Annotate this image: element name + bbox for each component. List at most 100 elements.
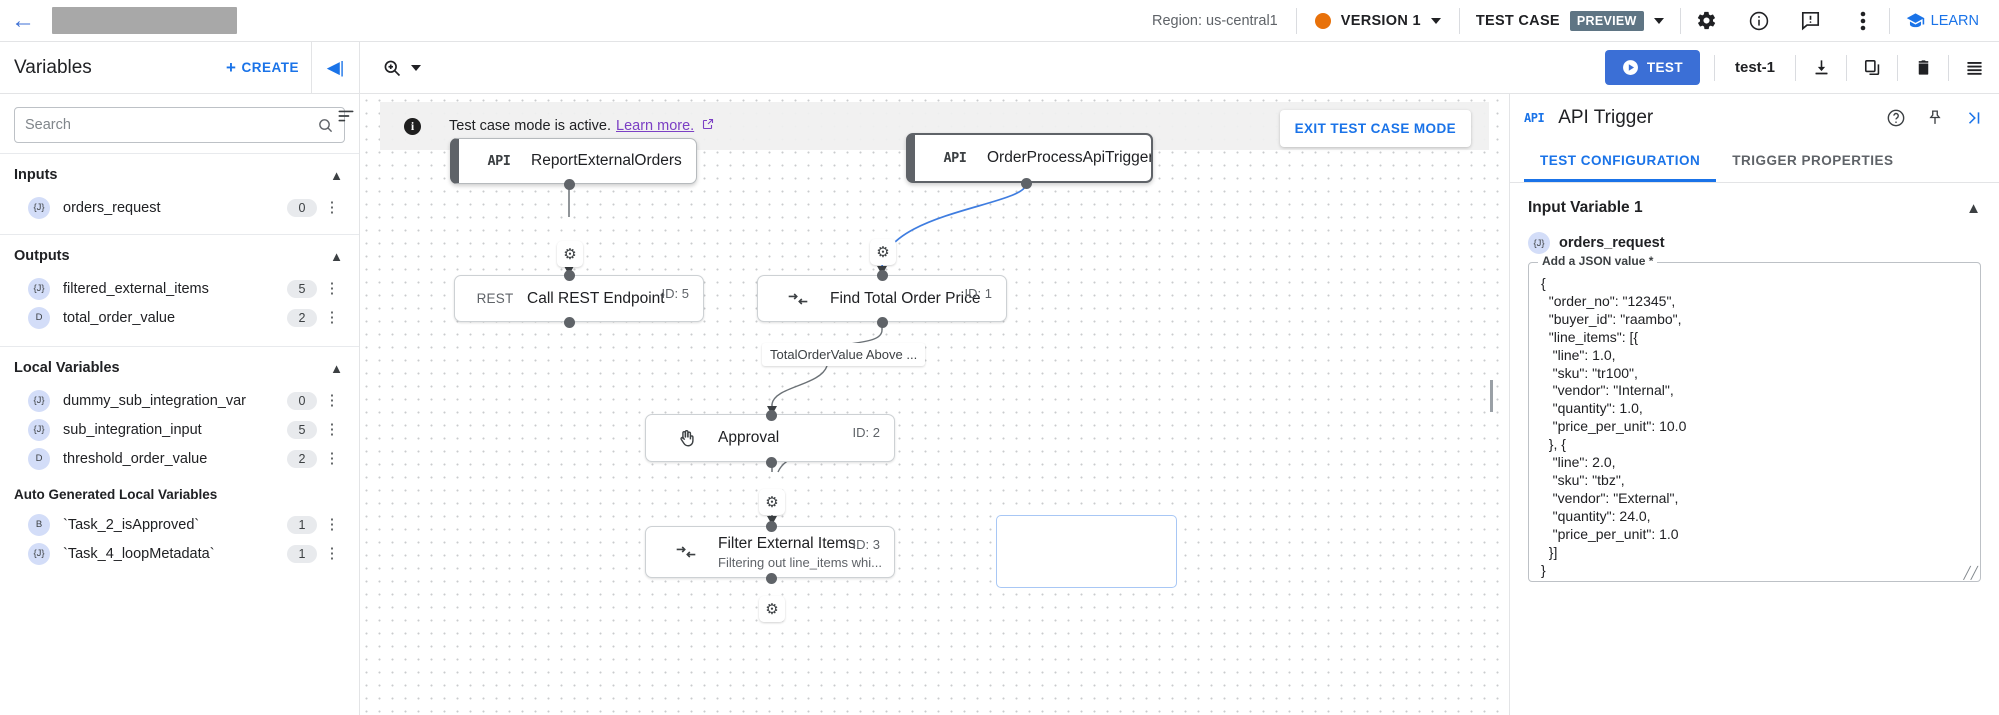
node-report-external-orders[interactable]: API ReportExternalOrders xyxy=(450,138,697,184)
learn-more-link[interactable]: Learn more. xyxy=(616,118,695,134)
variable-type-badge: {J} xyxy=(28,277,50,300)
download-icon[interactable] xyxy=(1796,42,1846,94)
resize-handle-icon[interactable]: ╱╱ xyxy=(1963,566,1978,580)
tab-trigger-properties[interactable]: TRIGGER PROPERTIES xyxy=(1732,152,1894,168)
node-order-process-api-trigger[interactable]: API OrderProcessApiTrigger xyxy=(906,133,1153,183)
details-panel-content: Input Variable 1 ▲ {J} orders_request Ad… xyxy=(1510,183,1999,715)
chevron-up-icon[interactable]: ▲ xyxy=(330,167,343,183)
variable-type-badge: {J} xyxy=(28,389,50,412)
variable-row[interactable]: {J} `Task_4_loopMetadata` 1 ⋮ xyxy=(0,539,359,568)
variable-type-badge: {J} xyxy=(28,418,50,441)
variable-row[interactable]: D total_order_value 2 ⋮ xyxy=(0,303,359,332)
json-field-label: Add a JSON value * xyxy=(1538,254,1658,268)
node-title: OrderProcessApiTrigger xyxy=(987,149,1153,166)
variable-row[interactable]: D threshold_order_value 2 ⋮ xyxy=(0,444,359,473)
node-output-port[interactable] xyxy=(766,457,777,468)
flow-canvas[interactable]: i Test case mode is active. Learn more. E… xyxy=(360,94,1509,715)
variable-row[interactable]: {J} orders_request 0 ⋮ xyxy=(0,193,359,222)
collapse-right-icon[interactable] xyxy=(1961,103,1987,133)
preview-badge: PREVIEW xyxy=(1569,10,1644,31)
node-id-label: ID: 3 xyxy=(852,537,880,552)
gear-icon[interactable]: ⚙ xyxy=(759,596,785,622)
sort-filter-icon[interactable] xyxy=(336,106,356,131)
more-vert-icon[interactable]: ⋮ xyxy=(324,199,340,216)
node-output-port[interactable] xyxy=(877,317,888,328)
node-id-label: ID: 1 xyxy=(964,286,992,301)
input-variable-section-header[interactable]: Input Variable 1 ▲ xyxy=(1528,199,1981,217)
group-header-outputs[interactable]: Outputs ▲ xyxy=(0,235,359,274)
canvas-toolbar-right: TEST test-1 xyxy=(1604,42,1999,94)
tab-test-configuration[interactable]: TEST CONFIGURATION xyxy=(1524,141,1717,182)
more-vert-icon[interactable]: ⋮ xyxy=(324,392,340,409)
api-icon: API xyxy=(487,153,511,169)
node-output-port[interactable] xyxy=(1021,178,1032,189)
chevron-up-icon[interactable]: ▲ xyxy=(1966,199,1981,217)
node-input-port[interactable] xyxy=(766,410,777,421)
gear-icon[interactable]: ⚙ xyxy=(759,489,785,515)
exit-test-case-mode-button[interactable]: EXIT TEST CASE MODE xyxy=(1279,110,1471,147)
more-vert-icon[interactable]: ⋮ xyxy=(324,421,340,438)
collapse-left-icon[interactable]: ◀| xyxy=(311,41,359,94)
help-icon[interactable] xyxy=(1883,103,1909,133)
variable-row[interactable]: {J} sub_integration_input 5 ⋮ xyxy=(0,415,359,444)
search-input[interactable] xyxy=(25,117,317,133)
region-label: Region: us-central1 xyxy=(1152,12,1278,29)
delete-icon[interactable] xyxy=(1898,42,1948,94)
variables-sidebar: Inputs ▲ {J} orders_request 0 ⋮ Outputs … xyxy=(0,94,360,715)
node-approval[interactable]: Approval ID: 2 xyxy=(645,414,895,462)
info-icon[interactable] xyxy=(1733,0,1785,42)
redacted-title xyxy=(52,7,237,34)
feedback-icon[interactable] xyxy=(1785,0,1837,42)
list-icon[interactable] xyxy=(1949,42,1999,94)
node-input-port[interactable] xyxy=(877,270,888,281)
group-header-inputs[interactable]: Inputs ▲ xyxy=(0,154,359,193)
chevron-up-icon[interactable]: ▲ xyxy=(330,360,343,376)
json-value-textarea[interactable]: { "order_no": "12345", "buyer_id": "raam… xyxy=(1528,262,1981,582)
more-vert-icon[interactable]: ⋮ xyxy=(324,545,340,562)
hand-icon xyxy=(660,428,712,449)
pin-icon[interactable] xyxy=(1922,103,1948,133)
variable-type-badge: D xyxy=(28,306,50,329)
more-vert-icon[interactable]: ⋮ xyxy=(324,309,340,326)
back-arrow-icon[interactable]: ← xyxy=(11,6,35,34)
banner-message: Test case mode is active. xyxy=(449,118,611,134)
more-vert-icon[interactable]: ⋮ xyxy=(324,280,340,297)
copy-icon[interactable] xyxy=(1847,42,1897,94)
node-input-port[interactable] xyxy=(564,270,575,281)
test-case-name[interactable]: test-1 xyxy=(1734,59,1775,76)
json-value-field[interactable]: Add a JSON value * { "order_no": "12345"… xyxy=(1528,254,1981,582)
gear-icon[interactable]: ⚙ xyxy=(557,241,583,267)
search-icon xyxy=(319,118,333,132)
chevron-down-icon xyxy=(411,64,421,71)
test-case-selector[interactable]: TEST CASE PREVIEW xyxy=(1460,10,1680,31)
group-header-local-variables[interactable]: Local Variables ▲ xyxy=(0,347,359,386)
zoom-control[interactable] xyxy=(360,58,443,78)
node-title: Find Total Order Price xyxy=(830,289,981,307)
info-icon: i xyxy=(404,117,421,135)
more-vert-icon[interactable]: ⋮ xyxy=(324,516,340,533)
variable-row[interactable]: {J} filtered_external_items 5 ⋮ xyxy=(0,274,359,303)
more-vert-icon[interactable] xyxy=(1837,0,1889,42)
node-output-port[interactable] xyxy=(564,179,575,190)
edge-condition-label[interactable]: TotalOrderValue Above ... xyxy=(762,343,926,366)
node-output-port[interactable] xyxy=(564,317,575,328)
node-input-port[interactable] xyxy=(766,521,777,532)
node-output-port[interactable] xyxy=(766,573,777,584)
node-id-label: ID: 5 xyxy=(661,286,689,301)
more-vert-icon[interactable]: ⋮ xyxy=(324,450,340,467)
node-filter-external-items[interactable]: Filter External Items Filtering out line… xyxy=(645,526,895,578)
version-selector[interactable]: VERSION 1 xyxy=(1297,12,1459,29)
variable-row[interactable]: {J} dummy_sub_integration_var 0 ⋮ xyxy=(0,386,359,415)
variable-row[interactable]: B `Task_2_isApproved` 1 ⋮ xyxy=(0,510,359,539)
node-call-rest-endpoint[interactable]: REST Call REST Endpoint ID: 5 xyxy=(454,275,704,322)
create-variable-button[interactable]: + CREATE xyxy=(226,59,299,76)
chevron-up-icon[interactable]: ▲ xyxy=(330,248,343,264)
node-find-total-order-price[interactable]: Find Total Order Price ID: 1 xyxy=(757,275,1007,322)
search-container xyxy=(0,94,359,153)
run-test-button[interactable]: TEST xyxy=(1604,50,1700,85)
learn-button[interactable]: LEARN xyxy=(1890,11,1999,30)
variable-name: `Task_4_loopMetadata` xyxy=(63,545,215,562)
gear-icon[interactable]: ⚙ xyxy=(870,239,896,265)
search-box[interactable] xyxy=(14,107,345,143)
gear-icon[interactable] xyxy=(1681,0,1733,42)
